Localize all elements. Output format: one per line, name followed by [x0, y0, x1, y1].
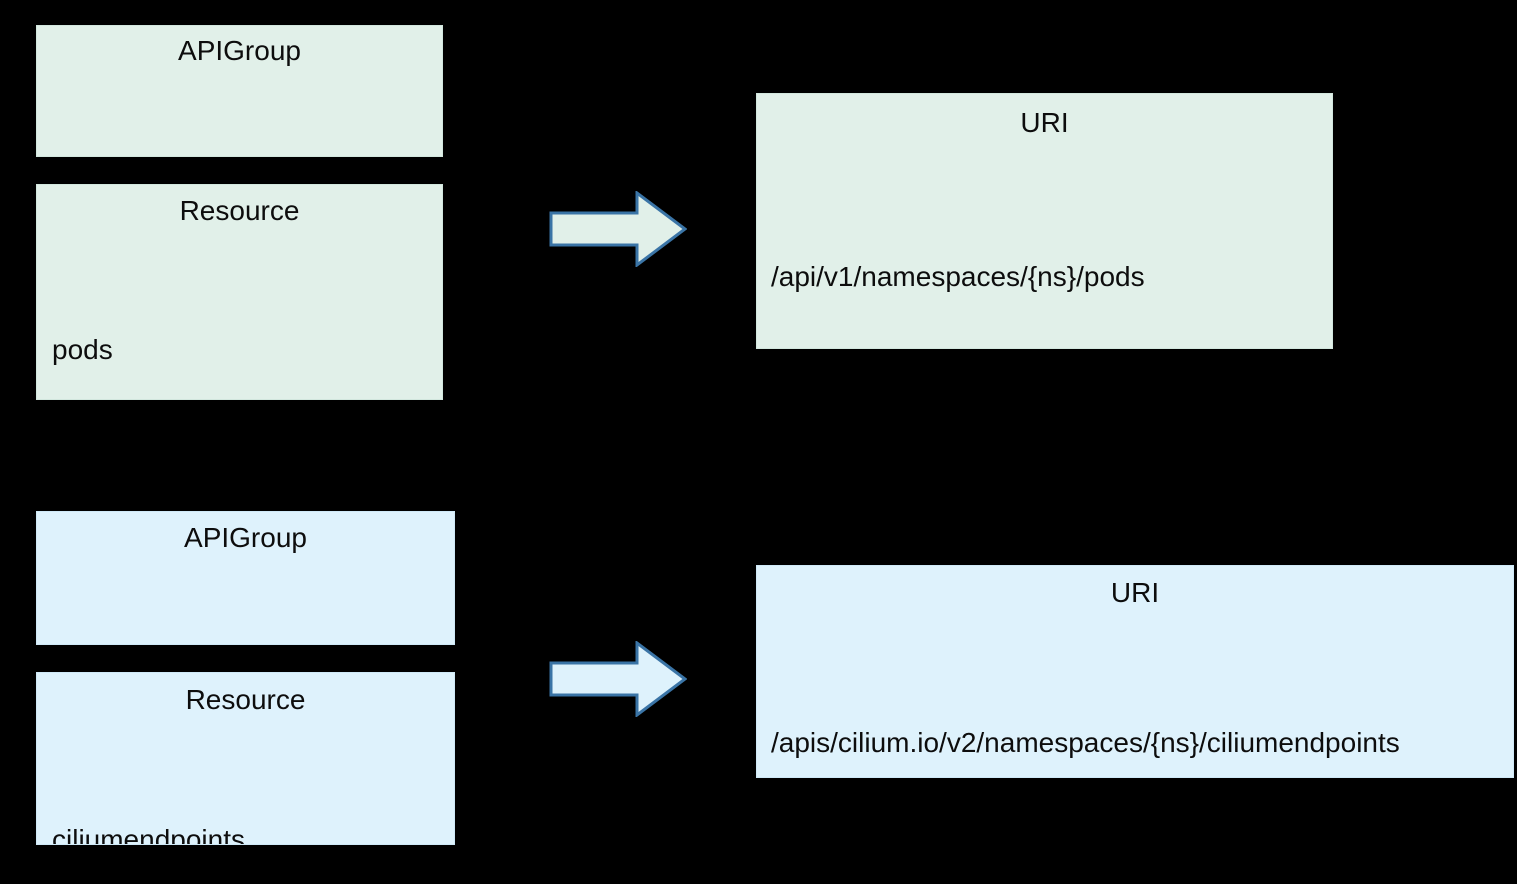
resource-core-box: Resource pods services endpoints	[36, 184, 443, 400]
uri-core-values: /api/v1/namespaces/{ns}/pods /api/v1/nam…	[757, 177, 1332, 348]
apigroup-cilium-title: APIGroup	[184, 522, 307, 553]
apigroup-cilium-box: APIGroup cilium.io	[36, 511, 455, 645]
resource-core-values: pods services endpoints	[37, 250, 442, 399]
maps-to-arrow-icon-bottom	[549, 640, 688, 718]
resource-cilium-title: Resource	[185, 684, 306, 715]
uri-core-title: URI	[1020, 107, 1069, 138]
resource-cilium-box: Resource ciliumendpoints ciliumnodes	[36, 672, 455, 845]
uri-cilium-title: URI	[1110, 577, 1160, 608]
maps-to-arrow-icon-top	[549, 190, 688, 268]
uri-core-box: URI /api/v1/namespaces/{ns}/pods /api/v1…	[756, 93, 1333, 349]
resource-cilium-values: ciliumendpoints ciliumnodes	[37, 740, 454, 845]
resource-core-value-0: pods	[52, 334, 113, 366]
uri-core-value-0: /api/v1/namespaces/{ns}/pods	[771, 261, 1145, 293]
apigroup-core-box: APIGroup “”	[36, 25, 443, 157]
resource-cilium-value-0: ciliumendpoints	[52, 824, 245, 845]
apigroup-core-title: APIGroup	[178, 35, 301, 66]
apigroup-cilium-values: cilium.io	[37, 576, 454, 644]
uri-cilium-box: URI /apis/cilium.io/v2/namespaces/{ns}/c…	[756, 565, 1514, 778]
uri-cilium-values: /apis/cilium.io/v2/namespaces/{ns}/ciliu…	[757, 643, 1513, 777]
apigroup-core-values: “”	[37, 87, 442, 156]
uri-cilium-value-0: /apis/cilium.io/v2/namespaces/{ns}/ciliu…	[771, 727, 1400, 759]
resource-core-title: Resource	[179, 195, 300, 226]
